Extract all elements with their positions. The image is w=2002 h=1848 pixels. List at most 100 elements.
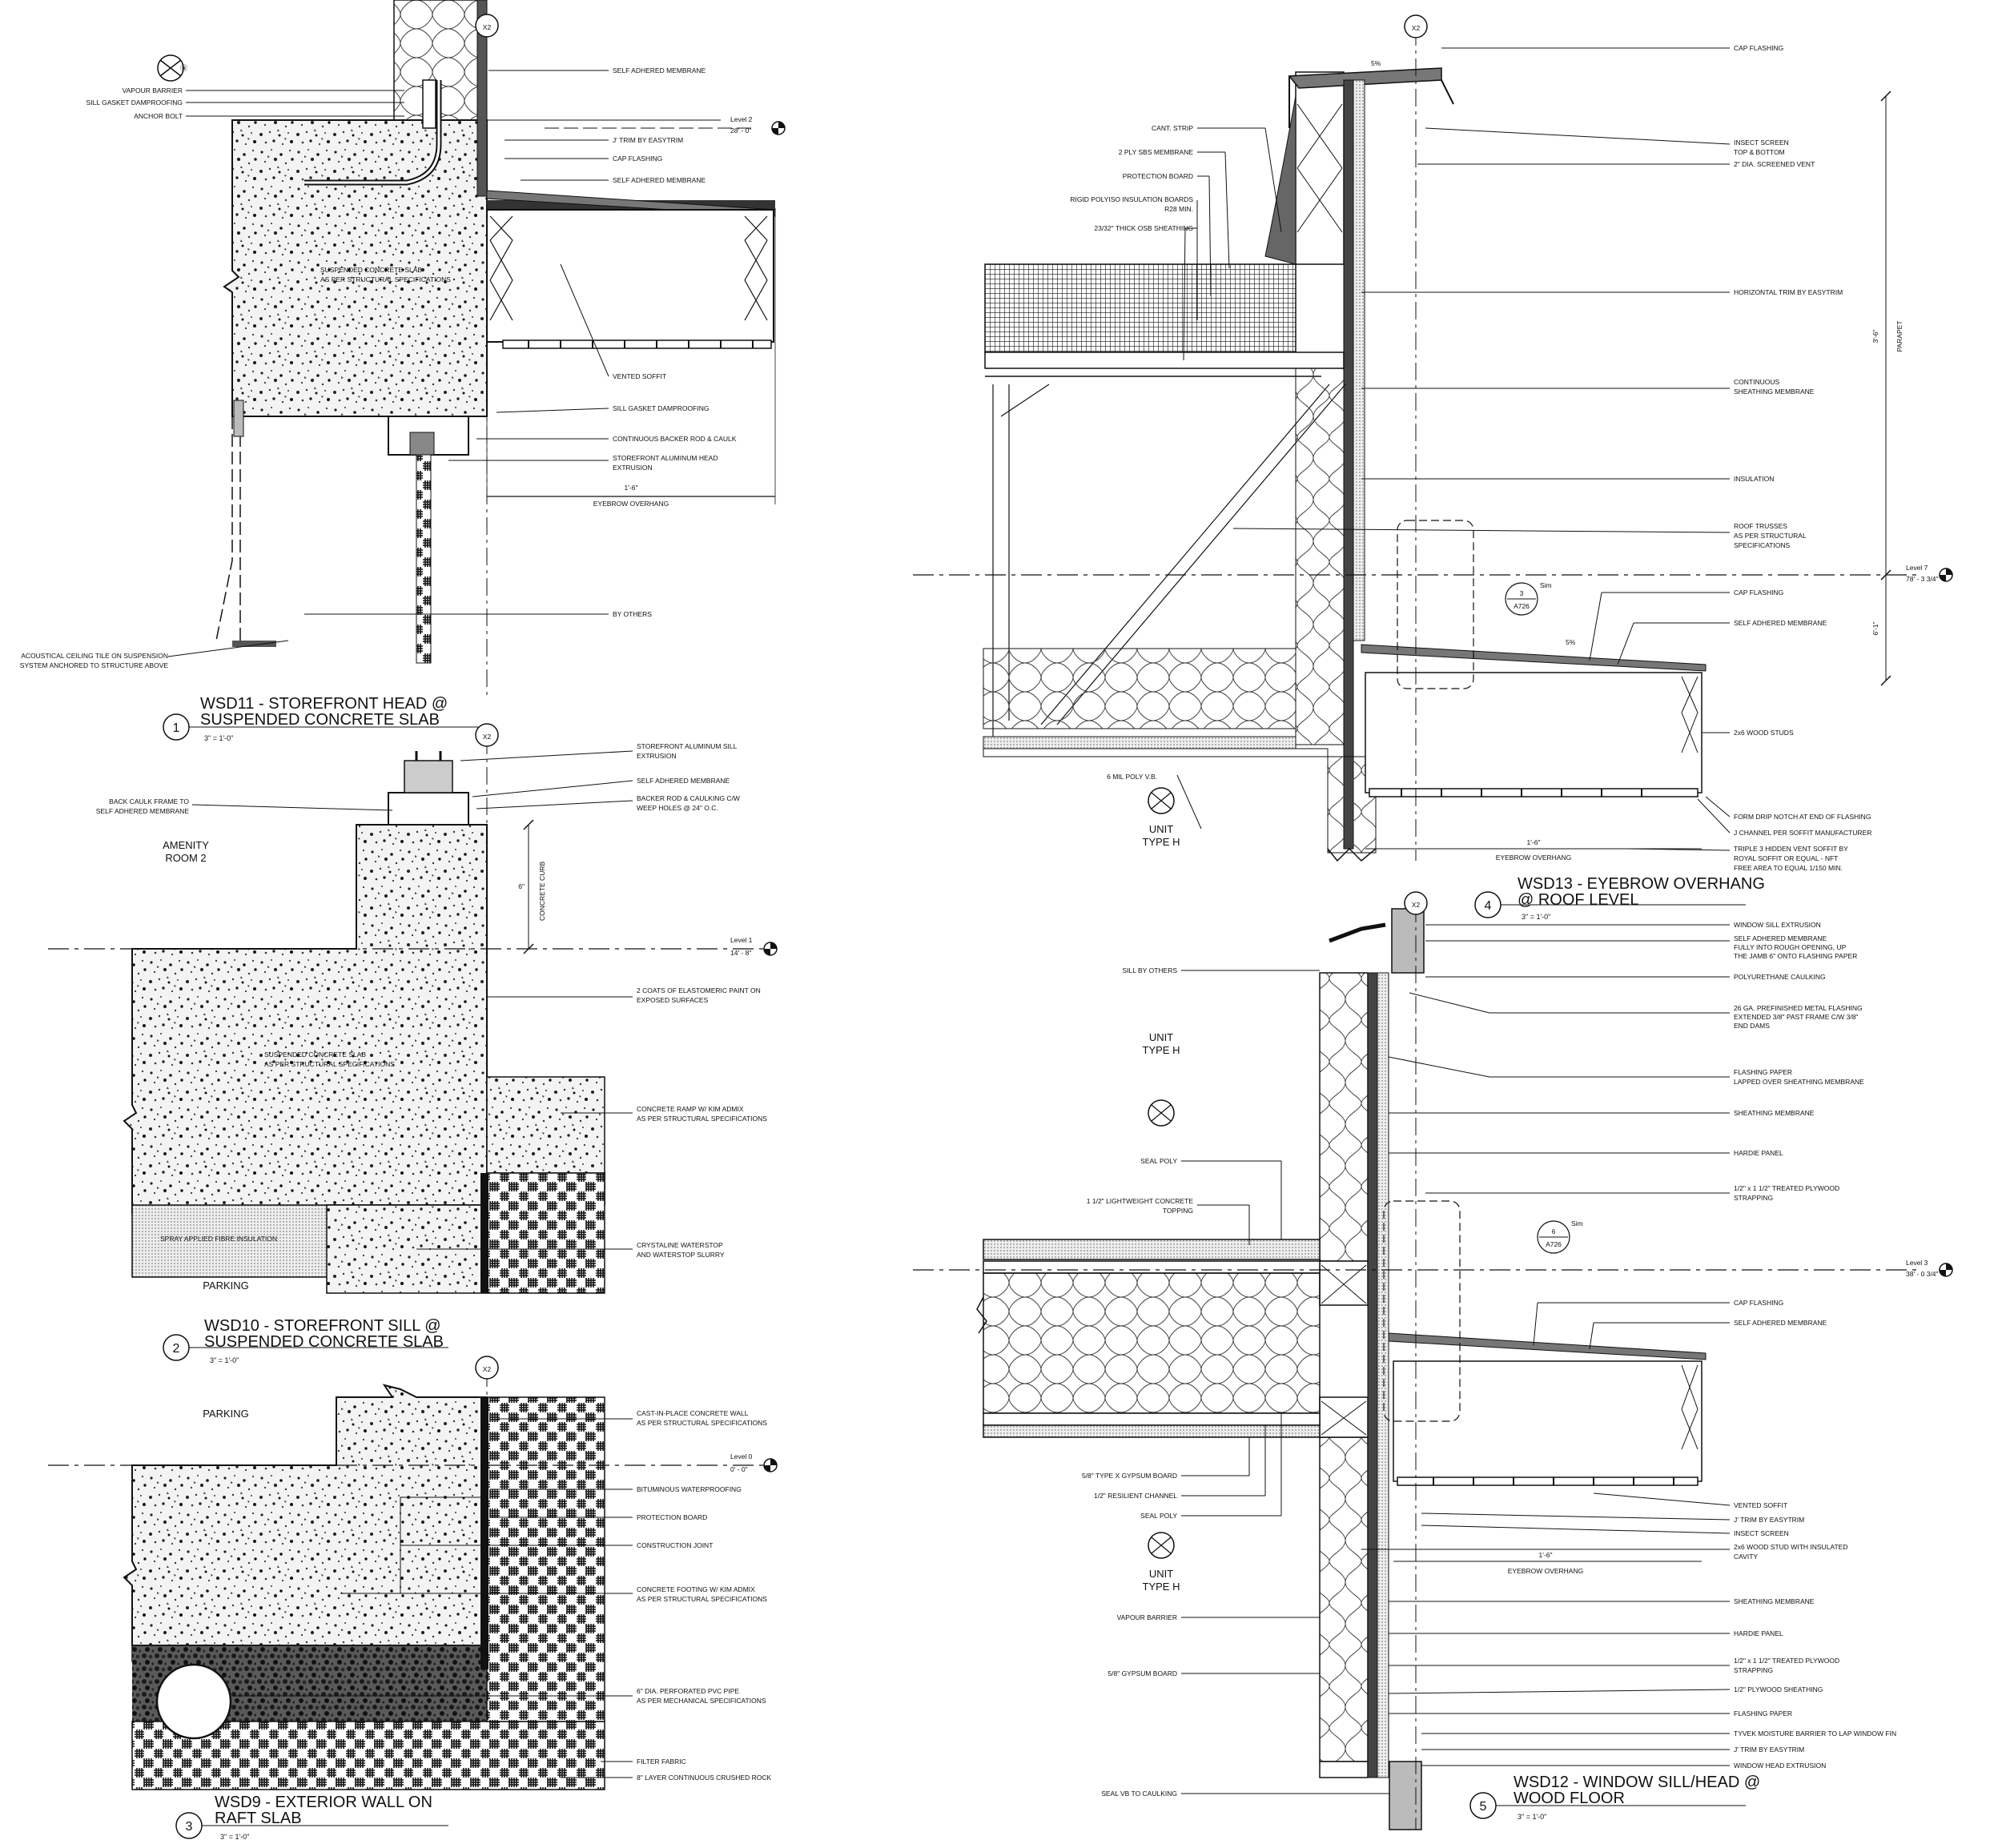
d5-note-l5: 1/2" RESILIENT CHANNEL xyxy=(1094,1492,1177,1500)
d5-note-r24: STRAPPING xyxy=(1734,1666,1773,1674)
detail-2-storefront-sill: X2 xyxy=(48,723,778,1361)
d4-note-r4: HORIZONTAL TRIM BY EASYTRIM xyxy=(1734,288,1843,296)
d3-note-r0: CAST-IN-PLACE CONCRETE WALL xyxy=(637,1409,749,1417)
d5-note-r10: SHEATHING MEMBRANE xyxy=(1734,1109,1815,1117)
d4-callout-tag: Sim xyxy=(1540,581,1552,589)
d2-note-r3: BACKER ROD & CAULKING C/W xyxy=(637,794,740,802)
d3-level-name: Level 0 xyxy=(730,1452,753,1460)
d5-note-r15: SELF ADHERED MEMBRANE xyxy=(1734,1319,1827,1327)
d3-note-r1: AS PER STRUCTURAL SPECIFICATIONS xyxy=(637,1419,767,1427)
d2-note-r6: EXPOSED SURFACES xyxy=(637,996,709,1004)
d5-dim-overhang: 1'-6" xyxy=(1539,1551,1553,1559)
d5-note-r13: STRAPPING xyxy=(1734,1194,1773,1202)
d4-note-r2: TOP & BOTTOM xyxy=(1734,148,1785,156)
d2-note-r0: STOREFRONT ALUMINUM SILL xyxy=(637,742,738,750)
grid-bubble-x2: X2 xyxy=(483,1365,492,1373)
d4-dim-parapet: 3'-6" xyxy=(1871,330,1879,343)
d1-note-l1: SILL GASKET DAMPROOFING xyxy=(86,98,183,106)
d4-note-r16: TRIPLE 3 HIDDEN VENT SOFFIT BY xyxy=(1734,845,1848,853)
d2-room-upper-1: AMENITY xyxy=(163,839,209,851)
grid-bubble-x2: X2 xyxy=(1412,901,1421,909)
d4-note-r12: SELF ADHERED MEMBRANE xyxy=(1734,619,1827,627)
detail-5-window-sill-head: X2 xyxy=(913,891,1953,1830)
detail-4-eyebrow-roof: X2 xyxy=(913,14,1953,918)
d2-curb-label: CONCRETE CURB xyxy=(538,862,546,921)
d2-note-r5: 2 COATS OF ELASTOMERIC PAINT ON xyxy=(637,986,761,994)
d3-note-r6: AS PER STRUCTURAL SPECIFICATIONS xyxy=(637,1595,767,1603)
d4-note-r11: CAP FLASHING xyxy=(1734,589,1783,597)
d5-note-l1: SEAL POLY xyxy=(1140,1157,1177,1165)
d5-note-r29: WINDOW HEAD EXTRUSION xyxy=(1734,1762,1826,1770)
grid-bubble-x2: X2 xyxy=(483,23,492,31)
d5-note-r18: INSECT SCREEN xyxy=(1734,1529,1789,1537)
d2-note-r7: CONCRETE RAMP W/ KIM ADMIX xyxy=(637,1105,744,1113)
d4-slope-1: 5% xyxy=(1371,59,1381,67)
d5-note-r20: CAVITY xyxy=(1734,1553,1758,1561)
d4-note-r10: SPECIFICATIONS xyxy=(1734,541,1791,549)
d1-dimension: 1'-6" xyxy=(625,484,638,492)
d4-note-r0: CAP FLASHING xyxy=(1734,44,1783,52)
d3-note-r7: 6" DIA. PERFORATED PVC PIPE xyxy=(637,1687,739,1695)
d5-note-r7: END DAMS xyxy=(1734,1022,1770,1030)
d2-slab-note-2: AS PER STRUCTURAL SPECIFICATIONS xyxy=(264,1060,395,1068)
d4-note-r18: FREE AREA TO EQUAL 1/150 MIN. xyxy=(1734,864,1843,872)
d3-note-r9: FILTER FABRIC xyxy=(637,1758,686,1766)
d1-level-name: Level 2 xyxy=(730,115,753,123)
d5-note-r19: 2x6 WOOD STUD WITH INSULATED xyxy=(1734,1543,1847,1551)
d5-title-1: WSD12 - WINDOW SILL/HEAD @ xyxy=(1514,1774,1760,1791)
d4-scale: 3" = 1'-0" xyxy=(1522,913,1550,921)
d5-note-r6: EXTENDED 3/8" PAST FRAME C/W 3/8" xyxy=(1734,1013,1858,1021)
d2-title-2: SUSPENDED CONCRETE SLAB xyxy=(204,1333,444,1351)
d3-title-2: RAFT SLAB xyxy=(215,1810,302,1827)
d5-note-l4: 5/8" TYPE X GYPSUM BOARD xyxy=(1082,1472,1177,1480)
d5-room-upper-1: UNIT xyxy=(1149,1031,1173,1043)
d5-note-l8: 5/8" GYPSUM BOARD xyxy=(1108,1669,1177,1677)
d3-detail-number: 3 xyxy=(186,1820,193,1834)
d5-note-r17: J' TRIM BY EASYTRIM xyxy=(1734,1516,1804,1524)
d4-level-elev: 78' - 3 3/4" xyxy=(1906,575,1939,583)
d4-room-1: UNIT xyxy=(1149,823,1173,835)
d4-slope-2: 5% xyxy=(1566,638,1576,646)
d4-note-l1: 2 PLY SBS MEMBRANE xyxy=(1119,148,1194,156)
d2-level-name: Level 1 xyxy=(730,936,753,944)
d1-note-r8: EXTRUSION xyxy=(613,464,653,472)
d4-note-l4: R28 MIN. xyxy=(1164,205,1193,213)
d1-note-r5: SILL GASKET DAMPROOFING xyxy=(613,404,709,412)
d2-slab-note-1: SUSPENDED CONCRETE SLAB xyxy=(264,1051,366,1059)
d4-callout-sheet: A726 xyxy=(1514,602,1530,610)
d5-callout-tag: Sim xyxy=(1571,1219,1583,1227)
d4-note-r13: 2x6 WOOD STUDS xyxy=(1734,729,1794,737)
d1-note-r7: STOREFRONT ALUMINUM HEAD xyxy=(613,454,718,462)
d4-detail-number: 4 xyxy=(1485,899,1492,913)
grid-bubble-x2: X2 xyxy=(1412,24,1421,32)
d1-note-r0: SELF ADHERED MEMBRANE xyxy=(613,66,706,74)
d5-note-r26: FLASHING PAPER xyxy=(1734,1709,1792,1717)
d2-curb-dim: 6" xyxy=(518,882,525,890)
d4-note-r5: CONTINUOUS xyxy=(1734,378,1779,386)
d4-dim-overhang: 1'-6" xyxy=(1527,838,1541,846)
d5-note-r21: SHEATHING MEMBRANE xyxy=(1734,1597,1815,1605)
d1-note-l0: VAPOUR BARRIER xyxy=(123,86,183,94)
d5-note-r25: 1/2" PLYWOOD SHEATHING xyxy=(1734,1685,1823,1693)
d4-note-r9: AS PER STRUCTURAL xyxy=(1734,532,1807,540)
d1-note-l2: ANCHOR BOLT xyxy=(134,112,183,120)
d2-room-upper-2: ROOM 2 xyxy=(165,852,206,864)
d1-title-2: SUSPENDED CONCRETE SLAB xyxy=(200,711,440,729)
d1-note-r3: SELF ADHERED MEMBRANE xyxy=(613,176,706,184)
d1-note-r1: J' TRIM BY EASYTRIM xyxy=(613,136,683,144)
d2-detail-number: 2 xyxy=(173,1342,180,1356)
d4-note-r15: J CHANNEL PER SOFFIT MANUFACTURER xyxy=(1734,829,1871,837)
d5-note-r5: 26 GA. PREFINISHED METAL FLASHING xyxy=(1734,1004,1863,1012)
d2-room-lower: PARKING xyxy=(203,1280,249,1292)
d1-note-r9: BY OTHERS xyxy=(613,610,652,618)
d3-note-r5: CONCRETE FOOTING W/ KIM ADMIX xyxy=(637,1585,755,1593)
d4-dim-overhang-label: EYEBROW OVERHANG xyxy=(1496,854,1571,862)
d5-dim-overhang-label: EYEBROW OVERHANG xyxy=(1508,1567,1583,1575)
d3-room: PARKING xyxy=(203,1408,249,1420)
d4-title-2: @ ROOF LEVEL xyxy=(1518,891,1638,909)
d2-scale: 3" = 1'-0" xyxy=(210,1356,239,1364)
d4-note-r6: SHEATHING MEMBRANE xyxy=(1734,388,1815,396)
d5-room-upper-2: TYPE H xyxy=(1143,1044,1180,1056)
d5-note-l3: TOPPING xyxy=(1163,1207,1193,1215)
